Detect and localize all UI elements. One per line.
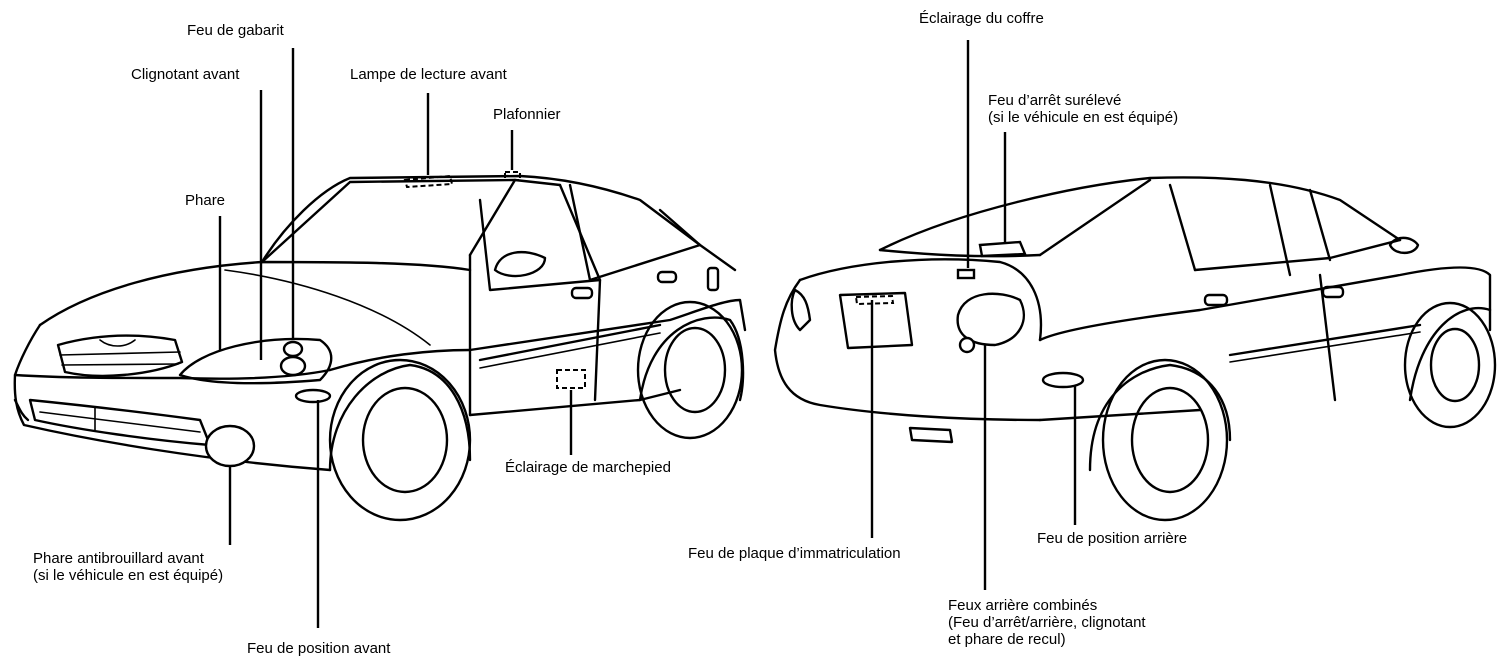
label-high-mounted-stop-lamp-line2: (si le véhicule en est équipé)	[988, 109, 1179, 126]
rear-car-roof	[878, 176, 1402, 252]
license-plate-recess	[838, 291, 914, 350]
high-mounted-stop-lamp	[978, 240, 1027, 258]
label-rear-side-marker: Feu de position arrière	[1037, 530, 1188, 547]
trunk-room-lamp	[956, 268, 976, 280]
front-car-a-pillar	[468, 178, 562, 417]
front-car-rear-wheel	[636, 300, 744, 440]
front-car-drawing	[13, 171, 747, 522]
rear-car-rear-wheel	[1101, 358, 1229, 522]
label-room-lamp: Plafonnier	[493, 106, 561, 123]
label-rear-combination-line1: Feux arrière combinés	[948, 597, 1098, 614]
label-front-fog-lamp: Phare antibrouillard avant (si le véhicu…	[33, 550, 223, 584]
label-front-fog-lamp-line1: Phare antibrouillard avant	[33, 550, 204, 567]
front-side-marker-lamp	[294, 388, 332, 404]
rear-car-rear-face	[773, 278, 1042, 422]
label-clearance-lamp: Feu de gabarit	[187, 22, 284, 39]
label-front-side-marker: Feu de position avant	[247, 640, 391, 657]
leader-lines	[218, 40, 1077, 628]
room-lamp	[504, 171, 521, 181]
label-rear-combination-lamps: Feux arrière combinés (Feu d’arrêt/arriè…	[948, 597, 1146, 648]
trunk-lid	[798, 258, 1043, 342]
label-license-plate-lamp: Feu de plaque d’immatriculation	[688, 545, 901, 562]
label-front-turn-signal: Clignotant avant	[131, 66, 240, 83]
front-car-front-wheel	[328, 358, 472, 522]
license-plate-lamp	[854, 294, 895, 306]
label-step-lamp: Éclairage de marchepied	[505, 459, 671, 476]
label-high-mounted-stop-lamp-line1: Feu d’arrêt surélevé	[988, 92, 1122, 109]
label-front-fog-lamp-line2: (si le véhicule en est équipé)	[33, 567, 224, 584]
label-rear-combination-line3: et phare de recul)	[948, 631, 1066, 648]
front-fog-lamp	[204, 424, 256, 468]
rear-side-marker-lamp	[1041, 371, 1085, 389]
label-high-mounted-stop-lamp: Feu d’arrêt surélevé (si le véhicule en …	[988, 92, 1178, 126]
headlamp	[178, 337, 333, 385]
front-car-front-fascia	[13, 323, 332, 472]
step-lamp	[556, 369, 586, 389]
front-car-windshield	[260, 178, 517, 264]
rear-car-front-wheel	[1403, 301, 1497, 429]
rear-car-drawing	[773, 176, 1497, 522]
front-car-hood	[38, 260, 472, 327]
label-rear-combination-line2: (Feu d’arrêt/arrière, clignotant	[948, 614, 1146, 631]
label-front-map-lamp: Lampe de lecture avant	[350, 66, 507, 83]
front-grille	[56, 334, 184, 378]
front-car-side	[328, 298, 747, 372]
map-lamp	[403, 174, 454, 189]
label-trunk-room-lamp: Éclairage du coffre	[919, 10, 1044, 27]
clearance-lamp	[279, 355, 307, 377]
label-headlamp: Phare	[185, 192, 226, 209]
front-turn-signal-lamp	[282, 340, 304, 358]
